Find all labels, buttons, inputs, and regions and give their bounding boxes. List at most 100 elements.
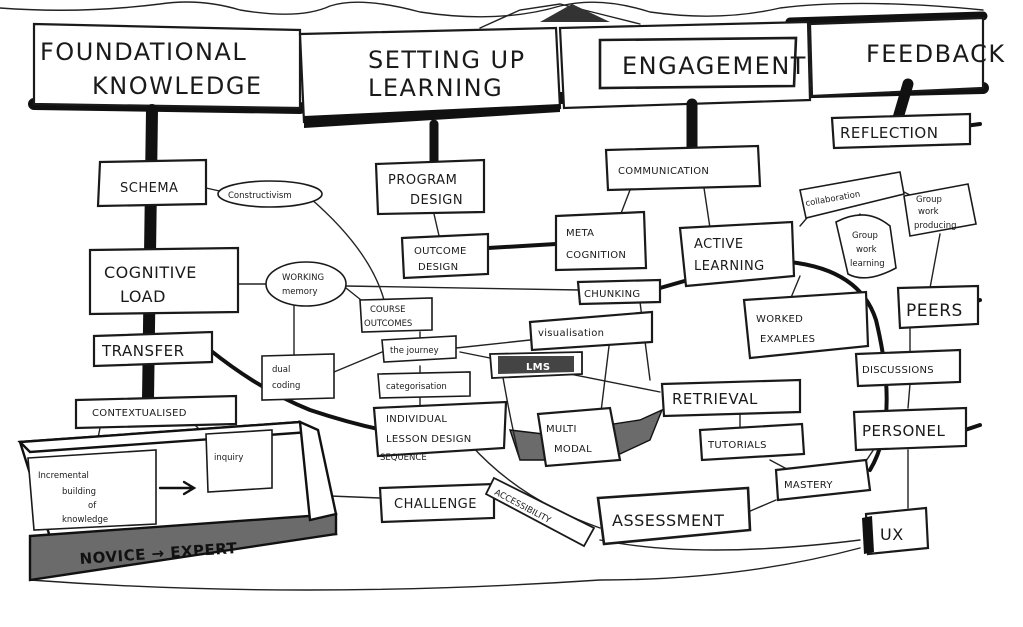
node-challenge: CHALLENGE [378, 482, 496, 524]
node-active-learning: ACTIVE LEARNING [678, 220, 796, 288]
header-foundational-line1: FOUNDATIONAL [40, 38, 247, 66]
node-working-memory-line1: WORKING [282, 273, 324, 283]
node-assessment: ASSESSMENT [596, 486, 752, 546]
node-cognitive-load: COGNITIVE LOAD [88, 246, 240, 316]
header-feedback: FEEDBACK [808, 16, 1006, 98]
node-categorisation: categorisation [377, 371, 471, 399]
node-lesson-design-line2: LESSON DESIGN [386, 434, 472, 445]
node-multimodal: MULTI MODAL [536, 406, 622, 468]
node-retrieval-label: RETRIEVAL [672, 390, 758, 408]
node-inquiry-label: inquiry [214, 453, 243, 463]
node-group-work-producing: Group work producing [903, 183, 977, 237]
node-peers-label: PEERS [906, 301, 963, 321]
node-cognitive-load-line1: COGNITIVE [104, 263, 197, 282]
node-worked-examples-line2: EXAMPLES [760, 334, 815, 345]
node-inquiry: inquiry [205, 429, 273, 493]
node-tutorials-label: TUTORIALS [707, 440, 767, 451]
header-engagement-label: ENGAGEMENT [622, 52, 807, 80]
node-outcome-design-line1: OUTCOME [414, 246, 467, 257]
node-the-journey-label: the journey [390, 346, 439, 356]
node-lms-label: LMS [526, 362, 550, 373]
node-chunking: CHUNKING [576, 278, 662, 306]
node-lms: LMS [489, 351, 583, 379]
node-program-design-line2: DESIGN [410, 193, 463, 208]
node-challenge-label: CHALLENGE [394, 497, 477, 512]
header-engagement: ENGAGEMENT [558, 20, 812, 110]
node-assessment-label: ASSESSMENT [612, 511, 724, 530]
upper-banner-line [785, 11, 988, 27]
node-lesson-design-line1: INDIVIDUAL [386, 414, 447, 425]
node-dual-coding-line1: dual [272, 365, 290, 375]
node-multimodal-line2: MODAL [554, 444, 592, 455]
node-group-work-learning-line1: Group [852, 231, 878, 241]
node-schema-label: SCHEMA [120, 181, 178, 196]
node-multimodal-line1: MULTI [546, 424, 577, 435]
node-group-work-learning: Group work learning [835, 214, 897, 279]
node-visualisation-label: visualisation [538, 328, 604, 339]
header-foundational-line2: KNOWLEDGE [92, 72, 263, 100]
node-active-learning-line2: LEARNING [694, 259, 765, 274]
node-contextualised-label: CONTEXTUALISED [92, 408, 187, 419]
node-discussions-label: DISCUSSIONS [862, 365, 934, 376]
node-metacognition-line2: COGNITION [566, 250, 626, 261]
node-accessibility: ACCESSIBILITY [484, 476, 596, 548]
node-group-work-learning-line3: learning [850, 259, 885, 269]
node-worked-examples-line1: WORKED [756, 314, 803, 325]
node-lesson-design: INDIVIDUAL LESSON DESIGN SEQUENCE [372, 400, 508, 463]
node-communication-label: COMMUNICATION [618, 166, 709, 177]
node-personnel: PERSONEL [852, 406, 968, 452]
node-outcome-design: OUTCOME DESIGN [400, 232, 490, 280]
node-transfer: TRANSFER [92, 330, 214, 368]
node-incremental-line3: of [88, 501, 97, 511]
node-program-design: PROGRAM DESIGN [374, 158, 486, 216]
node-ux-label: UX [880, 525, 904, 544]
node-working-memory: WORKING memory [265, 261, 347, 307]
node-peers: PEERS [896, 284, 980, 330]
node-course-outcomes-line2: OUTCOMES [364, 319, 412, 329]
node-active-learning-line1: ACTIVE [694, 237, 744, 252]
header-setting-up: SETTING UP LEARNING [298, 26, 562, 128]
node-schema: SCHEMA [96, 158, 208, 208]
node-course-outcomes-line1: COURSE [370, 305, 406, 315]
node-transfer-label: TRANSFER [101, 342, 185, 360]
node-incremental-line4: knowledge [62, 515, 108, 525]
node-outcome-design-line2: DESIGN [418, 262, 458, 273]
node-metacognition-line1: META [566, 228, 594, 239]
node-metacognition: META COGNITION [554, 210, 648, 272]
node-collaboration: collaboration [799, 171, 905, 219]
node-reflection-label: REFLECTION [840, 124, 938, 142]
node-group-work-learning-line2: work [856, 245, 877, 255]
node-the-journey: the journey [381, 335, 457, 363]
node-categorisation-label: categorisation [386, 382, 447, 392]
node-worked-examples: WORKED EXAMPLES [742, 290, 870, 360]
node-incremental-line1: Incremental [38, 471, 89, 481]
mountain-sketch [0, 1, 984, 29]
node-dual-coding: dual coding [261, 353, 335, 401]
node-discussions: DISCUSSIONS [854, 348, 962, 388]
node-course-outcomes: COURSE OUTCOMES [359, 297, 433, 333]
node-mastery-label: MASTERY [784, 480, 833, 491]
node-incremental: Incremental building of knowledge [27, 449, 157, 531]
node-chunking-label: CHUNKING [584, 289, 640, 300]
node-constructivism-label: Constructivism [228, 191, 292, 201]
node-contextualised: CONTEXTUALISED [74, 394, 238, 430]
node-personnel-label: PERSONEL [862, 422, 945, 440]
incremental-arrow [158, 480, 197, 496]
header-setting-up-line2: LEARNING [368, 74, 503, 102]
node-working-memory-line2: memory [282, 287, 318, 297]
node-visualisation: visualisation [528, 310, 654, 352]
node-mastery: MASTERY [774, 458, 872, 502]
node-constructivism: Constructivism [217, 180, 323, 208]
node-program-design-line1: PROGRAM [388, 173, 457, 188]
node-group-work-producing-line1: Group [916, 195, 942, 205]
header-feedback-label: FEEDBACK [866, 40, 1006, 68]
node-cognitive-load-line2: LOAD [120, 287, 166, 306]
node-ux: UX [862, 506, 930, 556]
node-retrieval: RETRIEVAL [660, 378, 802, 418]
node-lesson-design-line3: SEQUENCE [380, 453, 427, 463]
node-dual-coding-line2: coding [272, 381, 300, 391]
header-foundational: FOUNDATIONAL KNOWLEDGE [32, 22, 302, 110]
node-incremental-line2: building [62, 487, 96, 497]
node-group-work-producing-line2: work [918, 207, 939, 217]
